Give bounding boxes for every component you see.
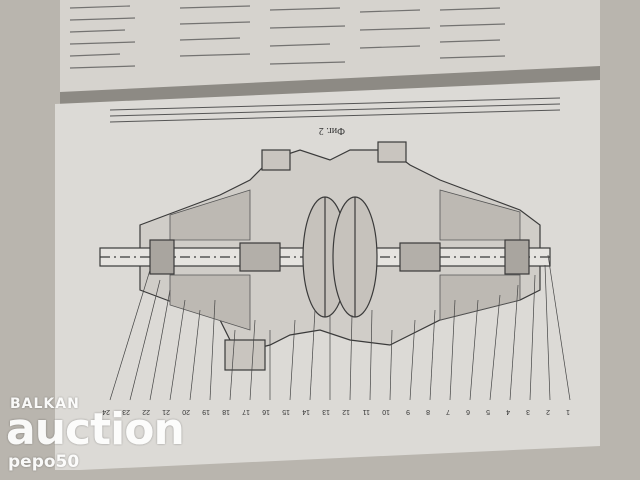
part-number-label: 13 — [322, 408, 330, 415]
part-number-label: 3 — [526, 408, 530, 415]
pump-cross-section — [99, 141, 571, 401]
part-number-label: 7 — [446, 408, 450, 415]
watermark-site-logo: auction — [6, 404, 185, 455]
part-number-label: 14 — [302, 408, 310, 415]
part-number-label: 4 — [506, 408, 510, 415]
upper-page-text — [69, 5, 506, 69]
page-gutter-shadow — [60, 66, 600, 108]
part-number-label: 9 — [406, 408, 410, 415]
figure-caption: Фиг. 2 — [319, 125, 345, 136]
part-number-label: 23 — [122, 408, 130, 415]
part-number-label: 6 — [466, 408, 470, 415]
part-number-label: 12 — [342, 408, 350, 415]
watermark-username: pepo50 — [8, 452, 80, 472]
watermark-site-small: BALKAN — [10, 396, 80, 412]
figure-caption-lines — [109, 97, 561, 123]
part-number-label: 10 — [382, 408, 390, 415]
part-number-label: 22 — [142, 408, 150, 415]
part-number-label: 19 — [202, 408, 210, 415]
part-number-label: 5 — [486, 408, 490, 415]
part-number-label: 8 — [426, 408, 430, 415]
part-number-label: 20 — [182, 408, 190, 415]
part-number-label: 21 — [162, 408, 170, 415]
part-number-label: 1 — [566, 408, 570, 415]
part-number-label: 15 — [282, 408, 290, 415]
part-number-label: 11 — [363, 408, 370, 415]
part-number-label: 24 — [102, 408, 110, 415]
part-number-label: 2 — [546, 408, 550, 415]
part-number-label: 16 — [262, 408, 270, 415]
part-number-label: 17 — [242, 408, 250, 415]
part-number-label: 18 — [222, 408, 230, 415]
